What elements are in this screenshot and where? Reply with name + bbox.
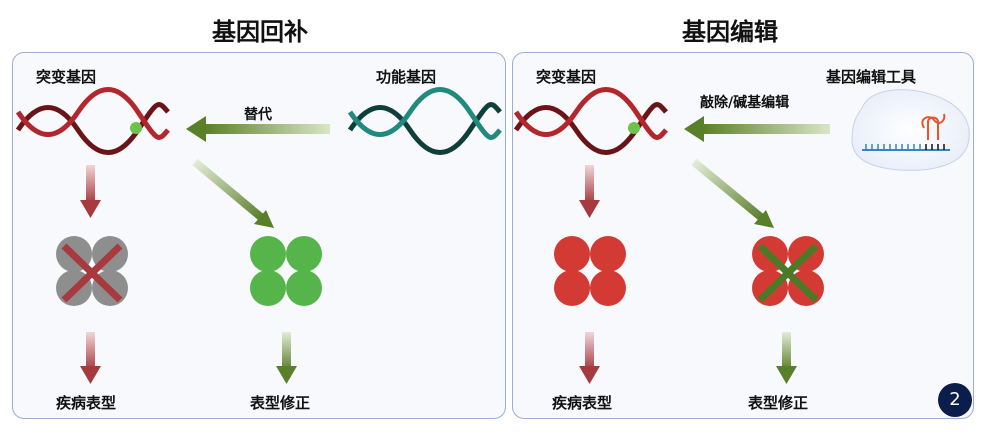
edited-cells-red-x [752,236,824,306]
mutant-gene-label-left: 突变基因 [36,68,97,86]
replace-label: 替代 [244,107,272,123]
corrected-phenotype-label-right: 表型修正 [748,394,809,412]
green-arrow-left [276,332,297,384]
red-arrow-right-2 [579,332,600,384]
red-arrow-left-1 [80,165,101,218]
disease-phenotype-label-right: 疾病表型 [552,394,613,412]
diseased-cells-grey [56,236,128,306]
editing-tool-label: 基因编辑工具 [826,68,917,86]
functional-dna-icon [347,87,502,155]
red-arrow-right-1 [579,165,600,218]
disease-phenotype-label-left: 疾病表型 [56,394,117,412]
mutant-gene-label-right: 突变基因 [536,68,597,86]
healthy-cells-green [250,236,322,306]
left-title: 基因回补 [212,18,308,46]
diagonal-arrow-right [691,158,774,228]
editing-arrow [684,116,830,142]
corrected-phenotype-label-left: 表型修正 [250,394,311,412]
mutant-dna-icon-right [513,87,668,155]
right-title: 基因编辑 [682,18,778,46]
green-arrow-right [776,332,797,384]
diagonal-arrow-left [192,158,274,228]
figure-number-badge: 2 [938,383,972,417]
functional-gene-label: 功能基因 [376,68,437,86]
diseased-cells-red [554,236,626,306]
red-arrow-left-2 [80,332,101,384]
knockout-base-edit-label: 敲除/碱基编辑 [700,95,790,111]
editing-tool-icon [851,89,970,171]
replace-arrow [186,116,330,142]
mutant-dna-icon-left [15,87,170,155]
